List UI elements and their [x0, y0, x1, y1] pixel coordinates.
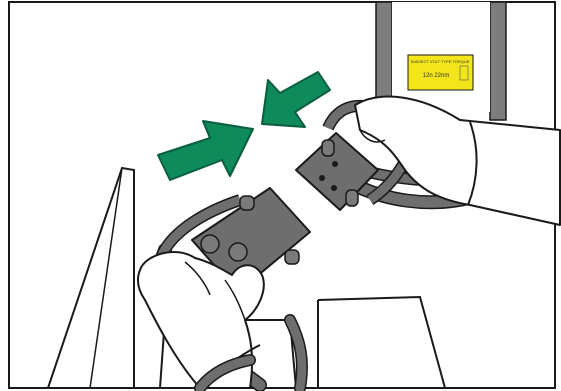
bottom-cable [194, 354, 256, 391]
label-icon [459, 65, 469, 81]
label-top-text: SUBJECT VOLT TYPE TORQUE [411, 59, 470, 64]
left-arrow-icon [157, 120, 254, 181]
pillar-right [489, 1, 507, 121]
warning-label: SUBJECT VOLT TYPE TORQUE 12n 22nm [407, 54, 474, 91]
label-value-text: 12n 22nm [423, 73, 450, 79]
left-panel [47, 166, 135, 389]
right-arrow-icon [261, 71, 331, 128]
right-hand [354, 95, 561, 226]
